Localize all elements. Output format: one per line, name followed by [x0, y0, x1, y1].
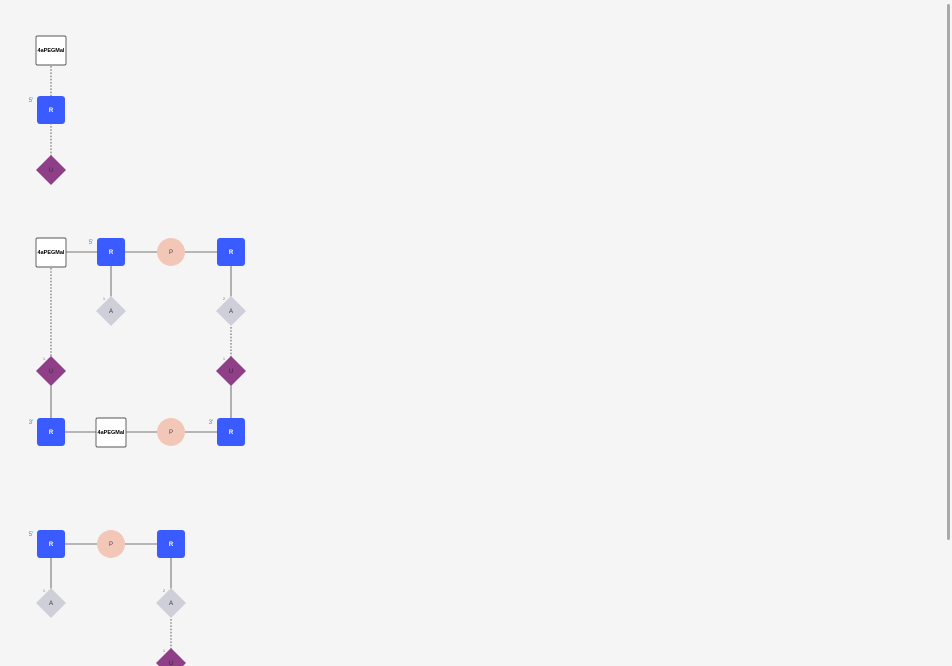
phosphate-circle	[157, 238, 185, 266]
base-diamond	[156, 588, 186, 618]
base-label: U	[49, 369, 53, 375]
phosphate-node-p2[interactable]: P	[157, 238, 185, 266]
sugar-node-s2[interactable]: R	[97, 238, 125, 266]
phosphate-label: P	[169, 430, 173, 436]
sugar-label: R	[49, 542, 54, 548]
terminal-label: 5'	[89, 240, 93, 246]
base-index-label: 2	[163, 588, 166, 593]
sugar-square	[157, 530, 185, 558]
sugar-node-s3[interactable]: R	[217, 238, 245, 266]
base-label: U	[169, 661, 173, 666]
sugar-label: R	[49, 430, 54, 436]
base-index-label: 1	[43, 356, 46, 361]
sugar-node-s4[interactable]: R	[37, 418, 65, 446]
terminal-label: 5'	[29, 98, 33, 104]
base-diamond	[36, 588, 66, 618]
base-label: A	[169, 601, 173, 607]
sugar-label: R	[49, 108, 54, 114]
base-node-b5[interactable]: U1	[216, 356, 246, 386]
phosphate-label: P	[109, 542, 113, 548]
base-diamond	[36, 155, 66, 185]
base-node-b6[interactable]: A1	[36, 588, 66, 618]
sugar-square	[217, 238, 245, 266]
base-diamond	[216, 356, 246, 386]
phosphate-node-p4[interactable]: P	[97, 530, 125, 558]
base-diamond	[156, 648, 186, 666]
labels-layer: 5' 5' 3' 3' 5'	[29, 98, 213, 538]
terminal-label: 3'	[209, 420, 213, 426]
base-index-label: 1	[103, 296, 106, 301]
sugar-label: R	[229, 250, 234, 256]
terminal-label: 5'	[29, 532, 33, 538]
base-label: A	[109, 309, 113, 315]
linker-box	[35, 237, 67, 268]
terminal-label: 3'	[29, 420, 33, 426]
sugar-square	[37, 418, 65, 446]
sugar-node-s6[interactable]: R	[37, 530, 65, 558]
sugar-square	[37, 530, 65, 558]
linker-box	[95, 417, 127, 448]
base-index-label: 1	[163, 648, 166, 653]
base-diamond	[96, 296, 126, 326]
base-node-b4[interactable]: U1	[36, 356, 66, 386]
base-node-b7[interactable]: A2	[156, 588, 186, 618]
edges-layer	[50, 50, 232, 663]
phosphate-node-p3[interactable]: P	[157, 418, 185, 446]
base-index-label: 2	[223, 296, 226, 301]
base-node-b2[interactable]: A1	[96, 296, 126, 326]
sugar-label: R	[109, 250, 114, 256]
sugar-label: R	[169, 542, 174, 548]
vertical-scrollbar[interactable]	[947, 4, 950, 540]
base-label: U	[49, 168, 53, 174]
sugar-label: R	[229, 430, 234, 436]
linker-node-m1[interactable]: 4aPEGMal	[35, 35, 67, 66]
linker-label: 4aPEGMal	[38, 48, 65, 54]
base-label: A	[49, 601, 53, 607]
linker-node-m3[interactable]: 4aPEGMal	[95, 417, 127, 448]
phosphate-circle	[97, 530, 125, 558]
base-label: A	[229, 309, 233, 315]
sugar-square	[97, 238, 125, 266]
phosphate-label: P	[169, 250, 173, 256]
phosphate-circle	[157, 418, 185, 446]
sugar-square	[217, 418, 245, 446]
base-index-label: 1	[223, 356, 226, 361]
base-node-b8[interactable]: U1	[156, 648, 186, 666]
linker-node-m2[interactable]: 4aPEGMal	[35, 237, 67, 268]
sugar-square	[37, 96, 65, 124]
base-index-label: 1	[43, 588, 46, 593]
sugar-node-s1[interactable]: R	[37, 96, 65, 124]
linker-box	[35, 35, 67, 66]
linker-label: 4aPEGMal	[38, 250, 65, 256]
base-diamond	[216, 296, 246, 326]
base-label: U	[229, 369, 233, 375]
base-node-b3[interactable]: A2	[216, 296, 246, 326]
base-diamond	[36, 356, 66, 386]
sugar-node-s7[interactable]: R	[157, 530, 185, 558]
base-node-b1[interactable]: U	[36, 155, 66, 185]
linker-label: 4aPEGMal	[98, 430, 125, 436]
sugar-node-s5[interactable]: R	[217, 418, 245, 446]
